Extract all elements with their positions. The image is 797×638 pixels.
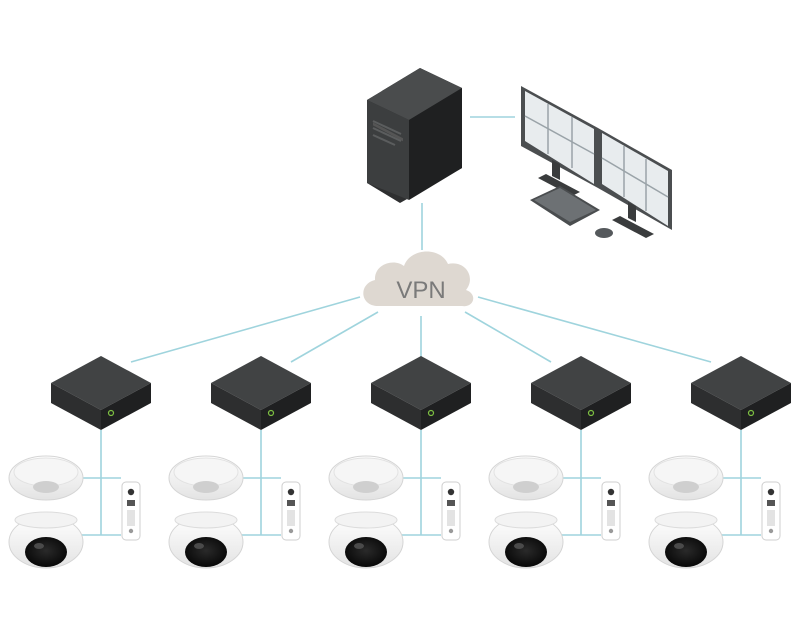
intercom-display: [127, 500, 135, 506]
ceiling-speaker-icon: [328, 455, 404, 501]
intercom-display: [767, 500, 775, 506]
intercom-button: [608, 528, 614, 534]
camera-base: [654, 511, 718, 529]
site-5: [648, 356, 791, 569]
ceiling-speaker-icon: [168, 455, 244, 501]
camera-lens: [665, 537, 707, 567]
camera-base: [174, 511, 238, 529]
intercom-camera: [767, 488, 775, 496]
led-icon: [747, 409, 755, 417]
door-intercom-icon: [281, 481, 301, 541]
led-icon: [107, 409, 115, 417]
speaker-grille: [193, 481, 219, 493]
camera-base: [494, 511, 558, 529]
network-recorder-box-icon: [531, 356, 631, 430]
link-cloud-recorder: [130, 296, 361, 363]
speaker-grille: [513, 481, 539, 493]
door-intercom-icon: [121, 481, 141, 541]
camera-base: [334, 511, 398, 529]
ceiling-speaker-icon: [8, 455, 84, 501]
speaker-grille: [353, 481, 379, 493]
camera-lens: [345, 537, 387, 567]
connection-lines: [81, 116, 761, 536]
intercom-display: [607, 500, 615, 506]
intercom-camera: [127, 488, 135, 496]
link-cloud-recorder: [477, 296, 712, 363]
link-cloud-recorder: [290, 311, 379, 363]
network-recorder-box-icon: [211, 356, 311, 430]
cloud-label: VPN: [396, 277, 445, 304]
led-icon: [267, 409, 275, 417]
lens-highlight: [674, 543, 684, 549]
camera-lens: [505, 537, 547, 567]
door-intercom-icon: [601, 481, 621, 541]
recorder-right-side: [261, 383, 311, 430]
intercom-button: [288, 528, 294, 534]
intercom-camera: [287, 488, 295, 496]
mouse-icon: [595, 228, 613, 238]
link-cloud-recorder: [464, 311, 552, 363]
lens-highlight: [514, 543, 524, 549]
recorder-right-side: [101, 383, 151, 430]
monitor-right: [598, 128, 672, 238]
ceiling-speaker-icon: [648, 455, 724, 501]
intercom-camera: [447, 488, 455, 496]
intercom-button: [768, 528, 774, 534]
dome-camera-icon: [488, 511, 564, 569]
camera-base: [14, 511, 78, 529]
vpn-cloud-icon: VPN: [363, 251, 474, 307]
dome-camera-icon: [328, 511, 404, 569]
network-recorder-box-icon: [371, 356, 471, 430]
intercom-button: [128, 528, 134, 534]
recorder-right-side: [741, 383, 791, 430]
recorder-left-side: [211, 383, 261, 430]
recorder-left-side: [51, 383, 101, 430]
speaker-grille: [673, 481, 699, 493]
server-tower-icon: [367, 68, 462, 203]
intercom-keypad: [447, 510, 455, 526]
network-recorder-box-icon: [691, 356, 791, 430]
dome-camera-icon: [648, 511, 724, 569]
led-icon: [587, 409, 595, 417]
intercom-button: [448, 528, 454, 534]
intercom-keypad: [287, 510, 295, 526]
site-group: [8, 356, 791, 569]
recorder-left-side: [691, 383, 741, 430]
intercom-keypad: [127, 510, 135, 526]
monitor-left: [521, 86, 598, 196]
recorder-left-side: [371, 383, 421, 430]
ceiling-speaker-icon: [488, 455, 564, 501]
door-intercom-icon: [761, 481, 781, 541]
intercom-keypad: [607, 510, 615, 526]
site-2: [168, 356, 311, 569]
recorder-right-side: [421, 383, 471, 430]
intercom-display: [447, 500, 455, 506]
dual-monitor-workstation-icon: [521, 86, 672, 238]
led-icon: [427, 409, 435, 417]
door-intercom-icon: [441, 481, 461, 541]
speaker-grille: [33, 481, 59, 493]
site-1: [8, 356, 151, 569]
dome-camera-icon: [8, 511, 84, 569]
intercom-camera: [607, 488, 615, 496]
site-3: [328, 356, 471, 569]
lens-highlight: [194, 543, 204, 549]
network-recorder-box-icon: [51, 356, 151, 430]
camera-lens: [185, 537, 227, 567]
lens-highlight: [354, 543, 364, 549]
recorder-right-side: [581, 383, 631, 430]
intercom-display: [287, 500, 295, 506]
camera-lens: [25, 537, 67, 567]
lens-highlight: [34, 543, 44, 549]
recorder-left-side: [531, 383, 581, 430]
dome-camera-icon: [168, 511, 244, 569]
intercom-keypad: [767, 510, 775, 526]
site-4: [488, 356, 631, 569]
keyboard-icon: [530, 186, 600, 226]
